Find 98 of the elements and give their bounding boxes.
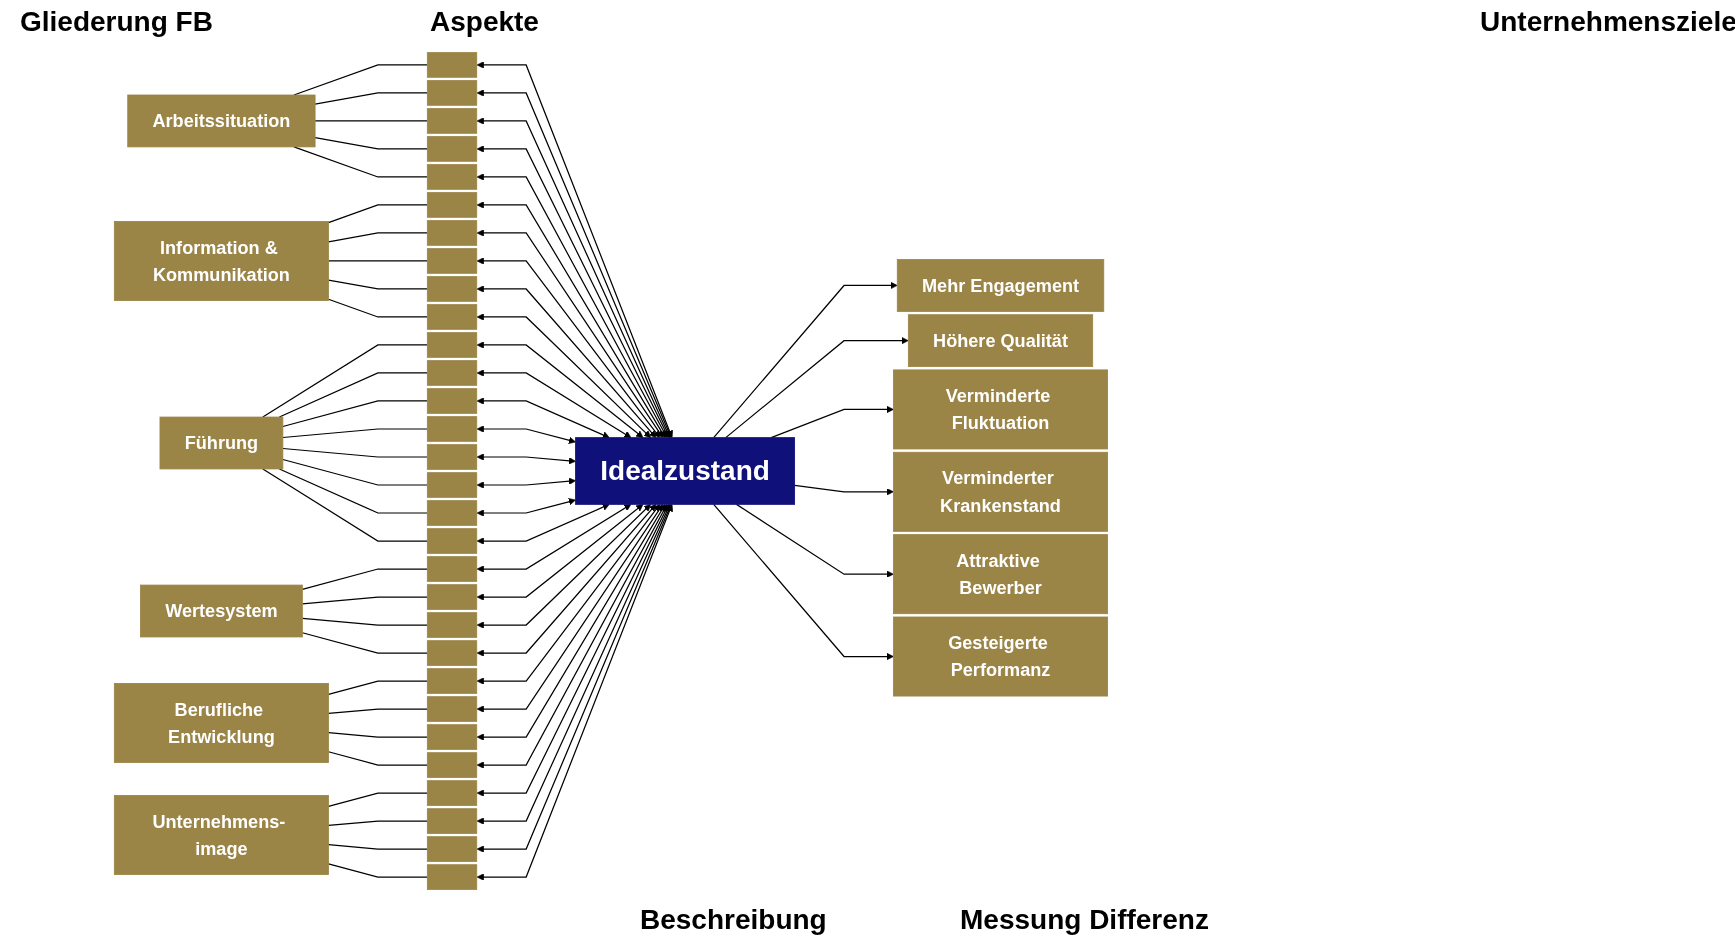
arrow bbox=[476, 397, 610, 439]
node-bar bbox=[426, 136, 478, 162]
node-bar bbox=[426, 864, 478, 890]
node-bar bbox=[426, 192, 478, 218]
arrow bbox=[476, 313, 651, 438]
connector bbox=[327, 279, 428, 290]
connector bbox=[278, 468, 428, 514]
node-bar bbox=[426, 444, 478, 470]
arrow bbox=[476, 341, 644, 438]
node-box: Idealzustand bbox=[575, 437, 796, 505]
node-box: Führung bbox=[159, 416, 284, 470]
arrow bbox=[770, 405, 894, 439]
node-bar bbox=[426, 528, 478, 554]
arrow bbox=[794, 484, 894, 496]
node-bar bbox=[426, 752, 478, 778]
node-bar bbox=[426, 556, 478, 582]
connector bbox=[327, 232, 428, 243]
node-bar bbox=[426, 472, 478, 498]
node-bar bbox=[426, 248, 478, 274]
connector bbox=[301, 617, 428, 626]
node-box: Wertesystem bbox=[140, 584, 303, 638]
connector bbox=[327, 204, 428, 224]
arrow bbox=[476, 453, 576, 465]
node-bar bbox=[426, 332, 478, 358]
node-bar bbox=[426, 640, 478, 666]
node-bar bbox=[426, 584, 478, 610]
connector bbox=[314, 92, 428, 105]
connector bbox=[262, 344, 428, 418]
arrow bbox=[476, 425, 576, 444]
node-bar bbox=[426, 360, 478, 386]
arrow bbox=[713, 503, 894, 661]
arrow bbox=[713, 281, 898, 439]
node-bar bbox=[426, 80, 478, 106]
bundle-label: Beschreibung bbox=[640, 904, 827, 936]
node-box: Arbeitssituation bbox=[127, 94, 316, 148]
arrow bbox=[476, 285, 657, 438]
node-bar bbox=[426, 276, 478, 302]
column-heading: Gliederung FB bbox=[20, 6, 213, 38]
connector bbox=[301, 568, 428, 590]
connector bbox=[282, 400, 428, 428]
connector bbox=[327, 680, 428, 695]
node-box: Mehr Engagement bbox=[896, 259, 1105, 312]
node-bar bbox=[426, 416, 478, 442]
node-bar bbox=[426, 836, 478, 862]
connector bbox=[278, 372, 428, 418]
connector bbox=[327, 820, 428, 827]
connector bbox=[327, 732, 428, 738]
arrow bbox=[476, 503, 610, 545]
node-bar bbox=[426, 668, 478, 694]
connector bbox=[327, 863, 428, 878]
connector bbox=[293, 64, 428, 96]
connector bbox=[262, 468, 428, 542]
node-box: Verminderter Krankenstand bbox=[893, 451, 1108, 532]
connector bbox=[327, 751, 428, 766]
arrow bbox=[735, 503, 894, 578]
arrow bbox=[476, 504, 657, 657]
node-bar bbox=[426, 304, 478, 330]
node-bar bbox=[426, 500, 478, 526]
connector bbox=[282, 458, 428, 486]
column-heading: Aspekte bbox=[430, 6, 539, 38]
node-bar bbox=[426, 696, 478, 722]
arrow bbox=[476, 498, 576, 517]
arrow bbox=[476, 477, 576, 489]
connector bbox=[282, 447, 428, 458]
node-bar bbox=[426, 724, 478, 750]
node-bar bbox=[426, 108, 478, 134]
arrow bbox=[725, 337, 909, 439]
connector bbox=[282, 428, 428, 439]
connector bbox=[301, 596, 428, 605]
connector bbox=[293, 146, 428, 178]
node-box: Verminderte Fluktuation bbox=[893, 369, 1108, 450]
node-box: Attraktive Bewerber bbox=[893, 534, 1108, 615]
bundle-label: Messung Differenz bbox=[960, 904, 1209, 936]
connector bbox=[327, 298, 428, 318]
node-box: Gesteigerte Performanz bbox=[893, 616, 1108, 697]
node-bar bbox=[426, 808, 478, 834]
node-bar bbox=[426, 612, 478, 638]
node-bar bbox=[426, 52, 478, 78]
connector bbox=[314, 137, 428, 150]
node-box: Information & Kommunikation bbox=[113, 221, 329, 301]
arrow bbox=[476, 504, 651, 629]
node-bar bbox=[426, 780, 478, 806]
column-heading: Unternehmensziele bbox=[1480, 6, 1735, 38]
connector bbox=[314, 120, 428, 122]
connector bbox=[301, 632, 428, 654]
node-bar bbox=[426, 220, 478, 246]
node-bar bbox=[426, 164, 478, 190]
arrow bbox=[476, 504, 632, 573]
connector bbox=[327, 844, 428, 850]
node-bar bbox=[426, 388, 478, 414]
arrow bbox=[476, 369, 632, 438]
connector bbox=[327, 792, 428, 807]
connector bbox=[327, 708, 428, 715]
node-box: Berufliche Entwicklung bbox=[113, 683, 329, 763]
connector bbox=[327, 260, 428, 262]
arrow bbox=[476, 504, 644, 601]
node-box: Höhere Qualität bbox=[907, 314, 1094, 367]
node-box: Unternehmens- image bbox=[113, 795, 329, 875]
